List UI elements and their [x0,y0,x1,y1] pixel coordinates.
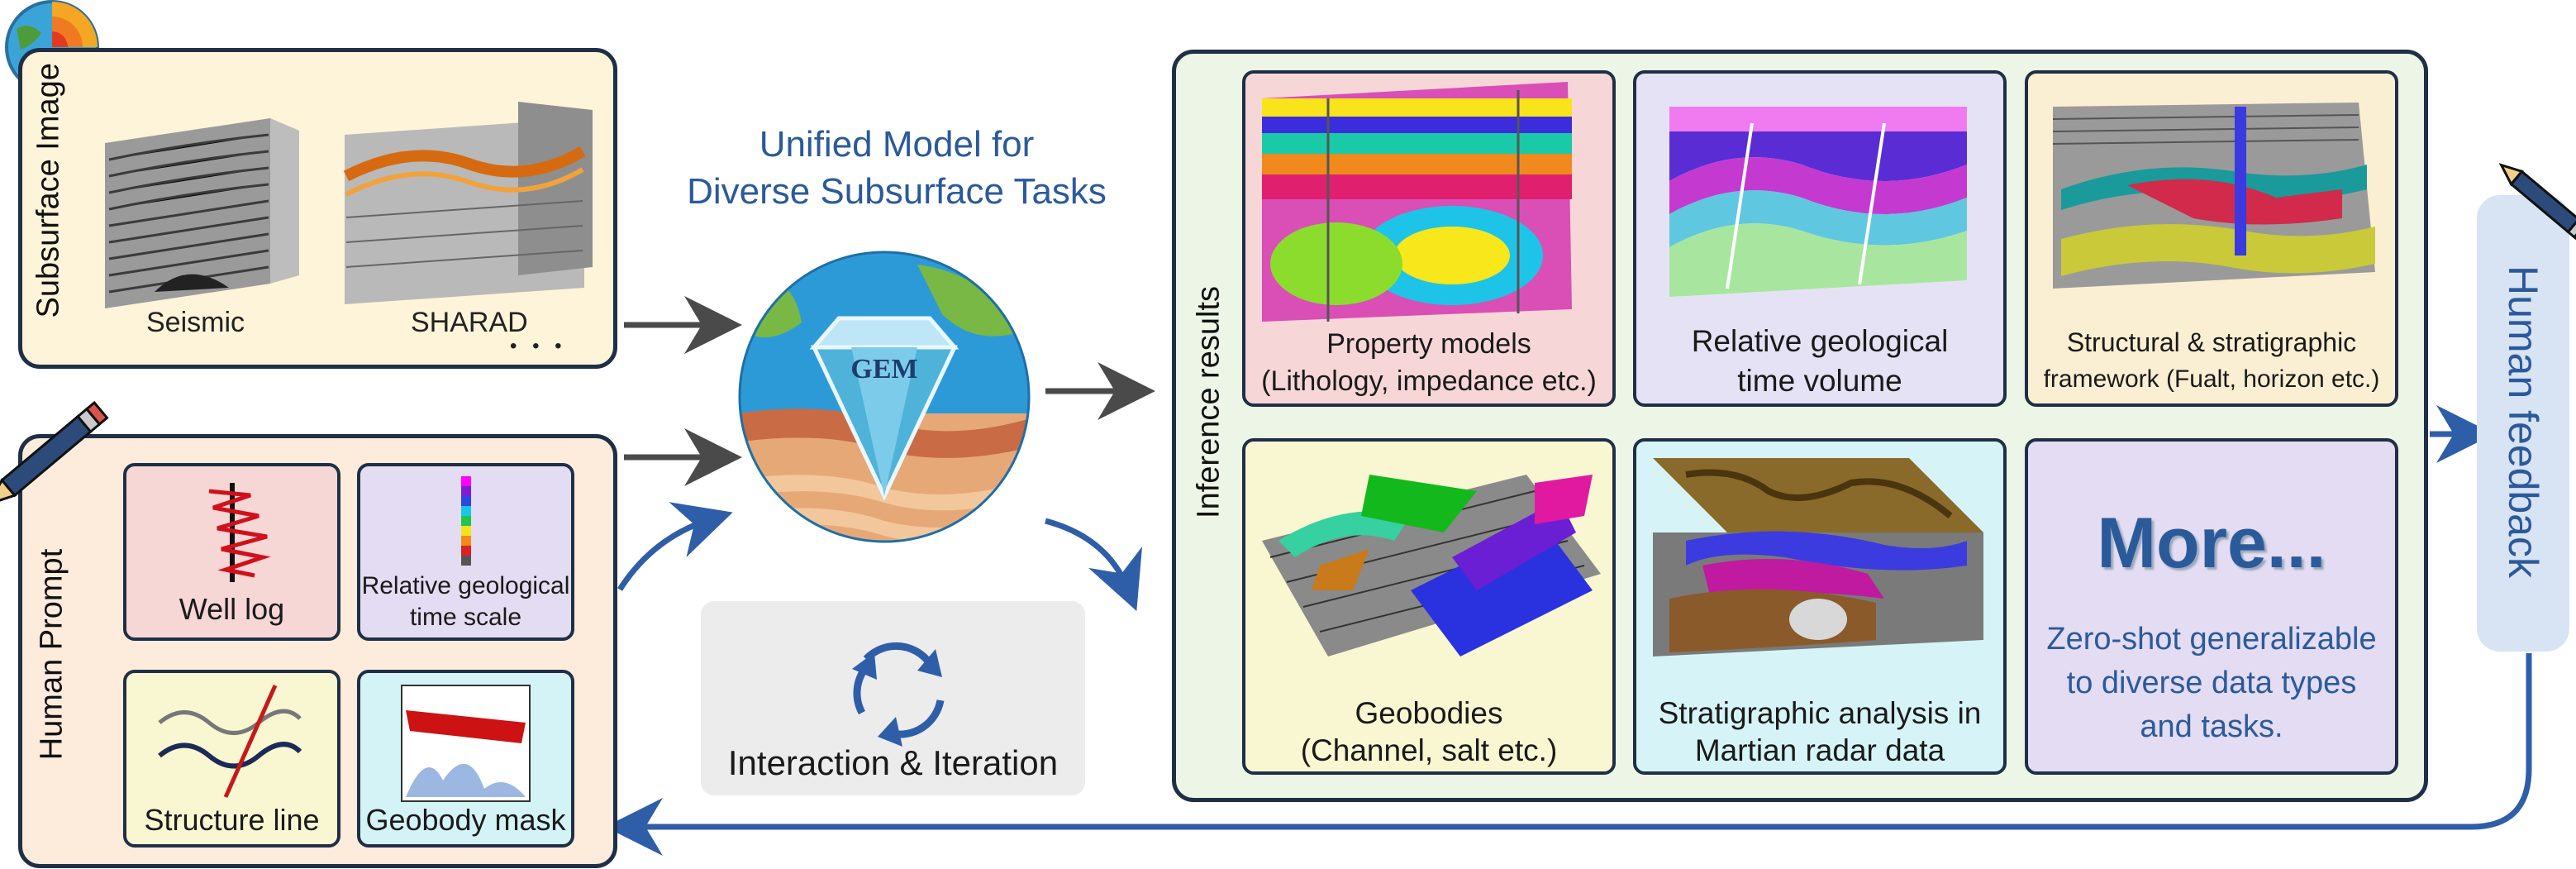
rgt-volume-image [1669,107,1967,297]
property-models-line2: (Lithology, impedance etc.) [1261,365,1597,397]
geobody-mask-label: Geobody mask [365,803,566,837]
geobodies-card: Geobodies (Channel, salt etc.) [1242,438,1616,775]
inference-results-panel: Inference results Property models (Litho… [1172,50,2428,802]
martian-radar-card: Stratigraphic analysis in Martian radar … [1633,438,2007,775]
structural-framework-card: Structural & stratigraphic framework (Fu… [2025,70,2398,407]
structural-framework-image [2052,103,2375,289]
structural-framework-line2: framework (Fualt, horizon etc.) [2043,365,2380,393]
time-scale-label-line1: Relative geological [361,572,570,599]
structure-line-card: Structure line [123,670,340,848]
structural-framework-line1: Structural & stratigraphic [2066,327,2357,357]
sharad-radargram-image [343,102,593,304]
geobodies-image [1262,475,1601,657]
arrow-model-to-results-blue [1045,518,1143,612]
human-feedback-pill: Human feedback [2477,195,2569,652]
structure-line-icon [158,684,302,799]
gem-badge-label: GEM [850,354,918,384]
geobody-mask-icon [401,685,531,802]
geobodies-line1: Geobodies [1355,696,1503,730]
more-card: More... Zero-shot generalizable to diver… [2025,438,2398,775]
structure-line-label: Structure line [144,803,320,837]
time-scale-icon [461,476,471,566]
geobodies-line2: (Channel, salt etc.) [1300,733,1558,767]
time-scale-card: Relative geological time scale [357,463,574,641]
interaction-iteration-label: Interaction & Iteration [727,743,1059,782]
rgt-volume-line2: time volume [1737,364,1902,398]
cycle-arrows-icon [852,642,945,747]
geobody-mask-card: Geobody mask [357,670,574,848]
model-title-line1: Unified Model for [759,124,1035,165]
time-scale-label-line2: time scale [409,604,522,631]
property-models-card: Property models (Lithology, impedance et… [1242,70,1616,407]
more-inputs-dots: • • • [510,335,567,357]
rgt-volume-card: Relative geological time volume [1633,70,2007,407]
more-line3: and tasks. [2140,709,2283,744]
well-log-card: Well log [123,463,340,641]
martian-radar-line2: Martian radar data [1694,733,1945,767]
model-title-line2: Diverse Subsurface Tasks [687,171,1107,212]
seismic-volume-image [105,118,299,308]
sharad-label: SHARAD [411,307,528,338]
interaction-iteration-box: Interaction & Iteration [701,601,1085,795]
arrow-feedback-loop [605,653,2532,856]
more-line2: to diverse data types [2066,666,2357,700]
well-log-label: Well log [179,592,285,626]
rgt-volume-line1: Relative geological [1691,324,1949,358]
more-line1: Zero-shot generalizable [2046,622,2377,657]
property-models-image [1262,82,1572,322]
human-prompt-panel: Human Prompt Well log Relative geologica… [18,434,617,868]
well-log-icon [208,483,271,582]
more-title: More... [2097,504,2326,583]
subsurface-image-panel: Subsurface Image Seismic SHARAD • • • [18,48,617,369]
martian-radar-line1: Stratigraphic analysis in [1658,696,1982,730]
martian-radar-image [1653,458,1983,657]
arrow-feedback-to-model [617,502,733,591]
property-models-line1: Property models [1326,328,1531,360]
seismic-label: Seismic [146,307,245,338]
